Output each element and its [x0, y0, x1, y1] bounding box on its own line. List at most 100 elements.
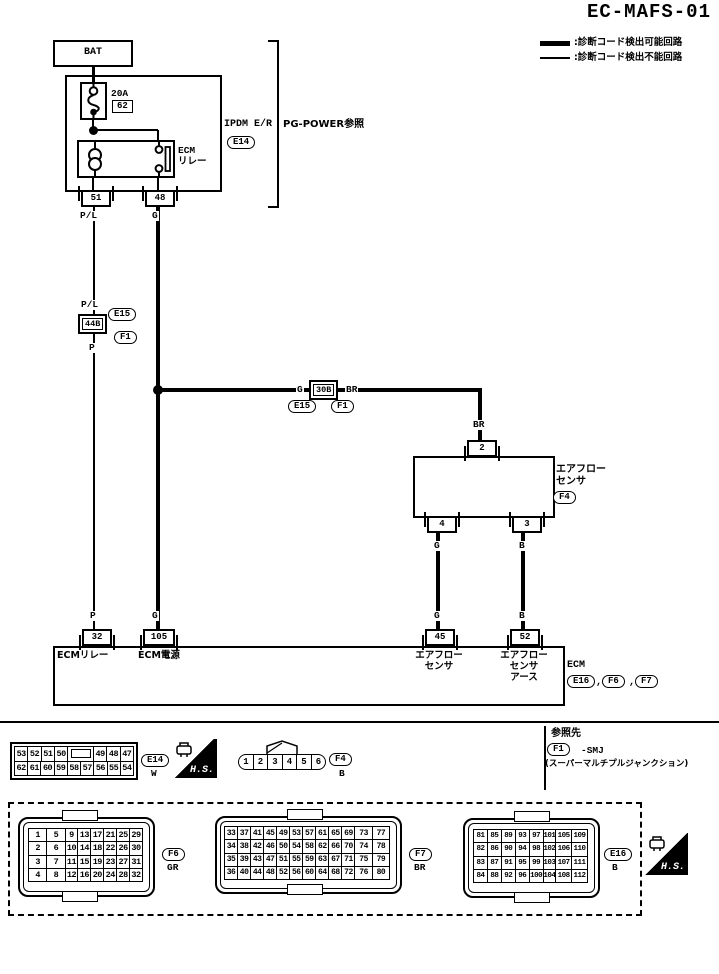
pin-14: 14 [78, 842, 92, 855]
wire-color-pl-2: P/L [80, 299, 100, 310]
pin-56: 56 [94, 761, 108, 775]
wire-color-p-2: P [89, 610, 97, 621]
pin-7: 7 [47, 855, 66, 868]
pin-105: 105 [556, 830, 573, 843]
ecm-pin52-label1: エアフロー [500, 650, 548, 661]
maf-name-line2: センサ [556, 476, 586, 487]
pin-2: 2 [29, 842, 48, 855]
pin-37: 37 [238, 827, 252, 840]
pin-5: 5 [47, 829, 66, 842]
e16-color-code: B [612, 862, 618, 873]
wire-color-br-2: BR [472, 419, 486, 430]
pin-67: 67 [329, 853, 343, 866]
pin-55: 55 [108, 761, 121, 775]
pin-4: 4 [283, 755, 297, 769]
f6-tab-bottom [62, 891, 98, 902]
wire-color-p-1: P [88, 342, 96, 353]
connector-e14-oval: E14 [227, 136, 256, 149]
pin-34: 34 [225, 840, 239, 853]
terminal-51: 51 [78, 186, 114, 207]
page-title: EC-MAFS-01 [586, 1, 711, 23]
pin-48: 48 [107, 747, 121, 761]
legend-thick-line [540, 41, 570, 46]
pin-109: 109 [573, 832, 587, 841]
pin-77: 77 [376, 828, 386, 838]
wire-maf-g [436, 531, 440, 630]
terminal-48: 48 [142, 186, 178, 207]
pin-102: 102 [544, 843, 557, 856]
maf-name-line1: エアフロー [556, 464, 606, 475]
connector-44b: 44B [78, 314, 108, 334]
terminal-52: 52 [507, 629, 543, 650]
wire-color-g-maf1: G [433, 540, 441, 551]
pin-42: 42 [251, 840, 265, 853]
f7-view-oval: F7 [409, 848, 432, 861]
maf-sensor-box [413, 456, 555, 518]
pin-blank [68, 747, 94, 761]
pin-60: 60 [303, 866, 317, 879]
fuse-number-box: 62 [112, 100, 133, 113]
pin-46: 46 [264, 840, 278, 853]
pin-54: 54 [290, 840, 304, 853]
ecm-conn-e16-oval: E16 [567, 675, 596, 688]
pin-19: 19 [91, 855, 105, 868]
terminal-4: 4 [424, 512, 460, 533]
f7-tab-bottom [287, 884, 323, 895]
pin-57: 57 [303, 827, 317, 840]
pin-106: 106 [556, 843, 573, 856]
pin-11: 11 [66, 855, 79, 868]
pin-107: 107 [556, 856, 573, 869]
pin-71: 71 [342, 853, 356, 866]
f4-color-code: B [339, 768, 345, 779]
terminal-32: 32 [79, 629, 115, 650]
ecm-name: ECM [567, 660, 586, 671]
legend-undetectable-label: :診断コード検出不能回路 [574, 52, 683, 63]
hs-badge-bottom: H.S. [645, 833, 688, 875]
pin-47: 47 [264, 853, 278, 866]
pin-52: 52 [28, 747, 42, 761]
pin-1: 1 [29, 829, 48, 842]
pin-15: 15 [78, 855, 92, 868]
pin-70: 70 [342, 840, 356, 853]
pin-41: 41 [251, 827, 265, 840]
wire-br-drop [478, 390, 482, 440]
terminal-3: 3 [509, 512, 545, 533]
pin-10: 10 [66, 842, 79, 855]
pin-58: 58 [68, 761, 82, 775]
f4-view-oval: F4 [329, 753, 352, 766]
pin-13: 13 [78, 829, 92, 842]
terminal-105: 105 [140, 629, 178, 650]
f6-color-code: GR [167, 862, 179, 873]
pin-96: 96 [516, 869, 530, 882]
pin-82: 82 [474, 843, 488, 856]
pin-35: 35 [225, 853, 239, 866]
pin-101: 101 [544, 830, 557, 843]
pin-60: 60 [41, 761, 55, 775]
wire-color-g-2: G [151, 610, 159, 621]
pin-75: 75 [355, 853, 373, 866]
connector-glyph-icon [649, 836, 665, 851]
pin-94: 94 [516, 843, 530, 856]
pin-53: 53 [290, 827, 304, 840]
pin-5: 5 [297, 755, 312, 769]
ecm-pin52-label3: アース [510, 672, 538, 683]
pin-63: 63 [316, 853, 330, 866]
legend-thin-line [540, 57, 570, 59]
pin-26: 26 [117, 842, 131, 855]
pin-54: 54 [122, 763, 132, 774]
wire-fuse-junction [92, 116, 94, 130]
wire-maf-b [521, 531, 525, 630]
pin-58: 58 [303, 840, 317, 853]
legend-detectable-label: :診断コード検出可能回路 [574, 37, 683, 48]
pin-93: 93 [516, 830, 530, 843]
pin-47: 47 [122, 748, 132, 759]
pin-52: 52 [277, 866, 291, 879]
pin-87: 87 [488, 856, 502, 869]
pin-29: 29 [131, 830, 141, 841]
pin-49: 49 [94, 747, 108, 761]
pin-31: 31 [131, 856, 141, 867]
